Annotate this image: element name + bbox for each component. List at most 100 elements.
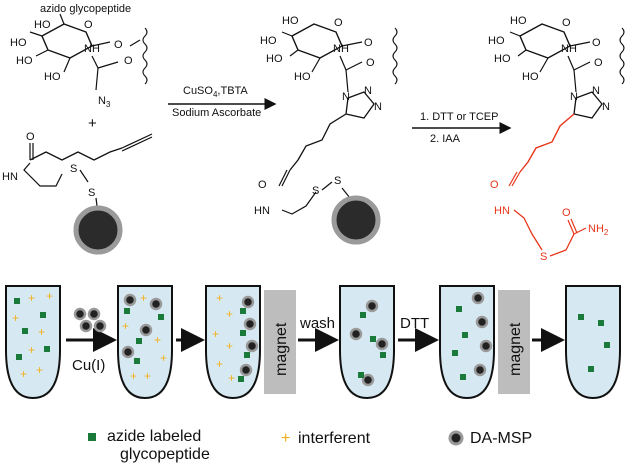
atom-n3: N3 bbox=[98, 95, 111, 109]
msp-bead-1 bbox=[73, 205, 123, 255]
atom-n-4: N bbox=[570, 91, 578, 103]
svg-text:+: + bbox=[144, 369, 151, 383]
atom-ho-5: HO bbox=[282, 15, 299, 27]
atom-n-2: N bbox=[364, 85, 372, 97]
reagent-ascorbate: Sodium Ascorbate bbox=[172, 107, 261, 119]
svg-text:+: + bbox=[46, 289, 53, 303]
svg-text:+: + bbox=[212, 327, 219, 341]
atom-n-3: N bbox=[374, 101, 382, 113]
svg-text:+: + bbox=[122, 319, 129, 333]
atom-o-5: O bbox=[364, 37, 373, 49]
atom-s-2: S bbox=[88, 187, 95, 199]
svg-text:+: + bbox=[28, 291, 35, 305]
magnet-1 bbox=[264, 290, 296, 394]
atom-ho-8: HO bbox=[294, 71, 311, 83]
atom-o-2: O bbox=[114, 39, 123, 51]
svg-text:+: + bbox=[216, 357, 223, 371]
atom-o-10: O bbox=[594, 57, 603, 69]
atom-o-6: O bbox=[366, 57, 375, 69]
atom-ho-4: HO bbox=[44, 71, 61, 83]
msp-bead-2 bbox=[331, 195, 381, 245]
plus-sign: + bbox=[88, 115, 97, 132]
atom-o-9: O bbox=[592, 37, 601, 49]
atom-o-4: O bbox=[334, 17, 343, 29]
chemistry-row: azido glycopeptide HO HO HO HO NH O O O … bbox=[2, 3, 625, 263]
atom-n-1: N bbox=[342, 91, 350, 103]
svg-text:+: + bbox=[228, 371, 235, 385]
legend-msp-swatch bbox=[448, 430, 464, 446]
cu-label: Cu(I) bbox=[72, 357, 105, 374]
atom-o-7: O bbox=[258, 179, 267, 191]
atom-o-8: O bbox=[562, 17, 571, 29]
atom-ho-3: HO bbox=[16, 55, 33, 67]
atom-nh-2: NH bbox=[333, 43, 349, 55]
atom-nh-1: NH bbox=[84, 43, 100, 55]
atom-s-red: S bbox=[540, 251, 547, 263]
tube-1-contents: +++ +++ + bbox=[12, 289, 53, 381]
tube-1 bbox=[5, 285, 61, 400]
magnet-2 bbox=[498, 290, 530, 394]
azido-glycopeptide-label: azido glycopeptide bbox=[40, 3, 131, 15]
workflow-row: magnet magnet Cu(I) wash DTT +++ +++ + bbox=[5, 285, 621, 400]
tube-5-contents bbox=[452, 291, 493, 380]
step2-line2: 2. IAA bbox=[430, 133, 461, 145]
atom-o-red-2: O bbox=[562, 207, 571, 219]
dtt-label: DTT bbox=[400, 315, 429, 332]
tube-6 bbox=[565, 285, 621, 400]
magnet-label-2: magnet bbox=[507, 322, 524, 376]
svg-text:+: + bbox=[36, 363, 43, 377]
atom-ho-9: HO bbox=[510, 15, 527, 27]
atom-s-4: S bbox=[334, 175, 341, 187]
svg-text:+: + bbox=[28, 343, 35, 357]
atom-o-1: O bbox=[84, 19, 93, 31]
svg-text:+: + bbox=[140, 291, 147, 305]
tube-4 bbox=[339, 285, 395, 400]
atom-ho-1: HO bbox=[34, 19, 51, 31]
legend-interferent-swatch: + bbox=[281, 430, 290, 447]
svg-text:+: + bbox=[12, 311, 19, 325]
tube-6-contents bbox=[578, 314, 610, 372]
svg-text:+: + bbox=[226, 339, 233, 353]
svg-text:+: + bbox=[154, 333, 161, 347]
legend: azide labeled glycopeptide + interferent… bbox=[88, 428, 532, 463]
atom-ho-11: HO bbox=[494, 53, 511, 65]
atom-o-3: O bbox=[124, 55, 133, 67]
atom-o-red-1: O bbox=[490, 179, 499, 191]
wash-label: wash bbox=[299, 315, 335, 332]
atom-n-5: N bbox=[592, 85, 600, 97]
azido-glycopeptide-structure: azido glycopeptide HO HO HO HO NH O O O … bbox=[10, 3, 148, 109]
svg-text:+: + bbox=[226, 307, 233, 321]
tube-2-contents: +++ +++ bbox=[121, 291, 167, 383]
atom-ho-7: HO bbox=[266, 53, 283, 65]
atom-ho-6: HO bbox=[260, 35, 277, 47]
atom-n-6: N bbox=[602, 101, 610, 113]
clicked-product-structure: HO HO HO HO NH O O O N N N O HN S S bbox=[254, 15, 398, 245]
atom-s-1: S bbox=[70, 163, 77, 175]
legend-glycopeptide-swatch bbox=[88, 433, 96, 441]
released-product-structure: HO HO HO HO NH O O O N N N O HN S O bbox=[488, 15, 625, 263]
atom-ho-12: HO bbox=[522, 71, 539, 83]
atom-o-alkyne: O bbox=[26, 131, 35, 143]
tube-3-contents: +++ +++ bbox=[212, 291, 259, 385]
legend-azide-line1: azide labeled bbox=[107, 428, 201, 445]
legend-msp: DA-MSP bbox=[470, 430, 532, 447]
legend-azide-line2: glycopeptide bbox=[120, 446, 210, 463]
atom-hn-alkyne: HN bbox=[2, 171, 18, 183]
magnet-label-1: magnet bbox=[273, 322, 290, 376]
free-msp-beads bbox=[73, 307, 107, 333]
step2-line1: 1. DTT or TCEP bbox=[420, 111, 498, 123]
svg-text:+: + bbox=[216, 291, 223, 305]
atom-hn-red: HN bbox=[494, 205, 510, 217]
legend-interferent: interferent bbox=[298, 430, 371, 447]
atom-ho-2: HO bbox=[10, 37, 27, 49]
atom-ho-10: HO bbox=[488, 35, 505, 47]
svg-text:+: + bbox=[38, 325, 45, 339]
atom-s-3: S bbox=[312, 185, 319, 197]
alkyne-msp-structure: O HN S S bbox=[2, 131, 153, 255]
svg-text:+: + bbox=[20, 367, 27, 381]
tube-4-contents bbox=[349, 299, 389, 387]
svg-text:+: + bbox=[160, 351, 167, 365]
atom-nh2-red: NH2 bbox=[588, 223, 609, 237]
atom-hn-2: HN bbox=[254, 205, 270, 217]
